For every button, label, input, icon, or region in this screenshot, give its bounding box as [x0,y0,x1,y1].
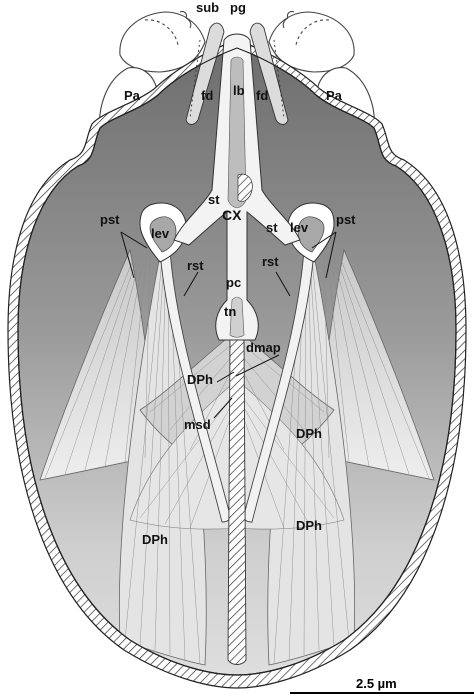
label-pst-left: pst [100,212,120,227]
pharynx-structure [173,33,301,341]
label-msd: msd [184,417,211,432]
label-pg: pg [230,0,246,15]
label-st-left: st [208,192,220,207]
label-pc: pc [226,275,241,290]
label-dph-left-lower: DPh [142,532,168,547]
label-fd-left: fd [201,88,213,103]
label-dph-right-upper: DPh [296,426,322,441]
label-sub: sub [196,0,219,15]
scale-bar: 2.5 µm [290,676,474,694]
label-pst-right: pst [336,212,356,227]
label-tn: tn [224,304,236,319]
label-cx: CX [222,207,242,223]
label-dph-right-lower: DPh [296,518,322,533]
scale-bar-label: 2.5 µm [356,676,397,691]
label-dph-center: DPh [187,372,213,387]
leader-lines [120,231,337,419]
labels: sub pg Pa Pa fd fd lb st st CX pst pst l… [100,0,356,547]
label-lb: lb [233,83,245,98]
label-rst-right: rst [262,254,279,269]
label-dmap: dmap [246,340,281,355]
label-st-right: st [266,220,278,235]
label-pa-right: Pa [326,88,343,103]
label-rst-left: rst [187,258,204,273]
label-lev-left: lev [151,226,170,241]
label-pa-left: Pa [124,88,141,103]
lev-right [287,202,335,263]
fd-right [249,22,289,125]
label-fd-right: fd [256,88,268,103]
label-lev-right: lev [290,220,309,235]
body-outline [17,47,457,676]
fd-left [185,22,225,125]
central-rod [227,335,247,665]
lev-left [139,202,187,263]
